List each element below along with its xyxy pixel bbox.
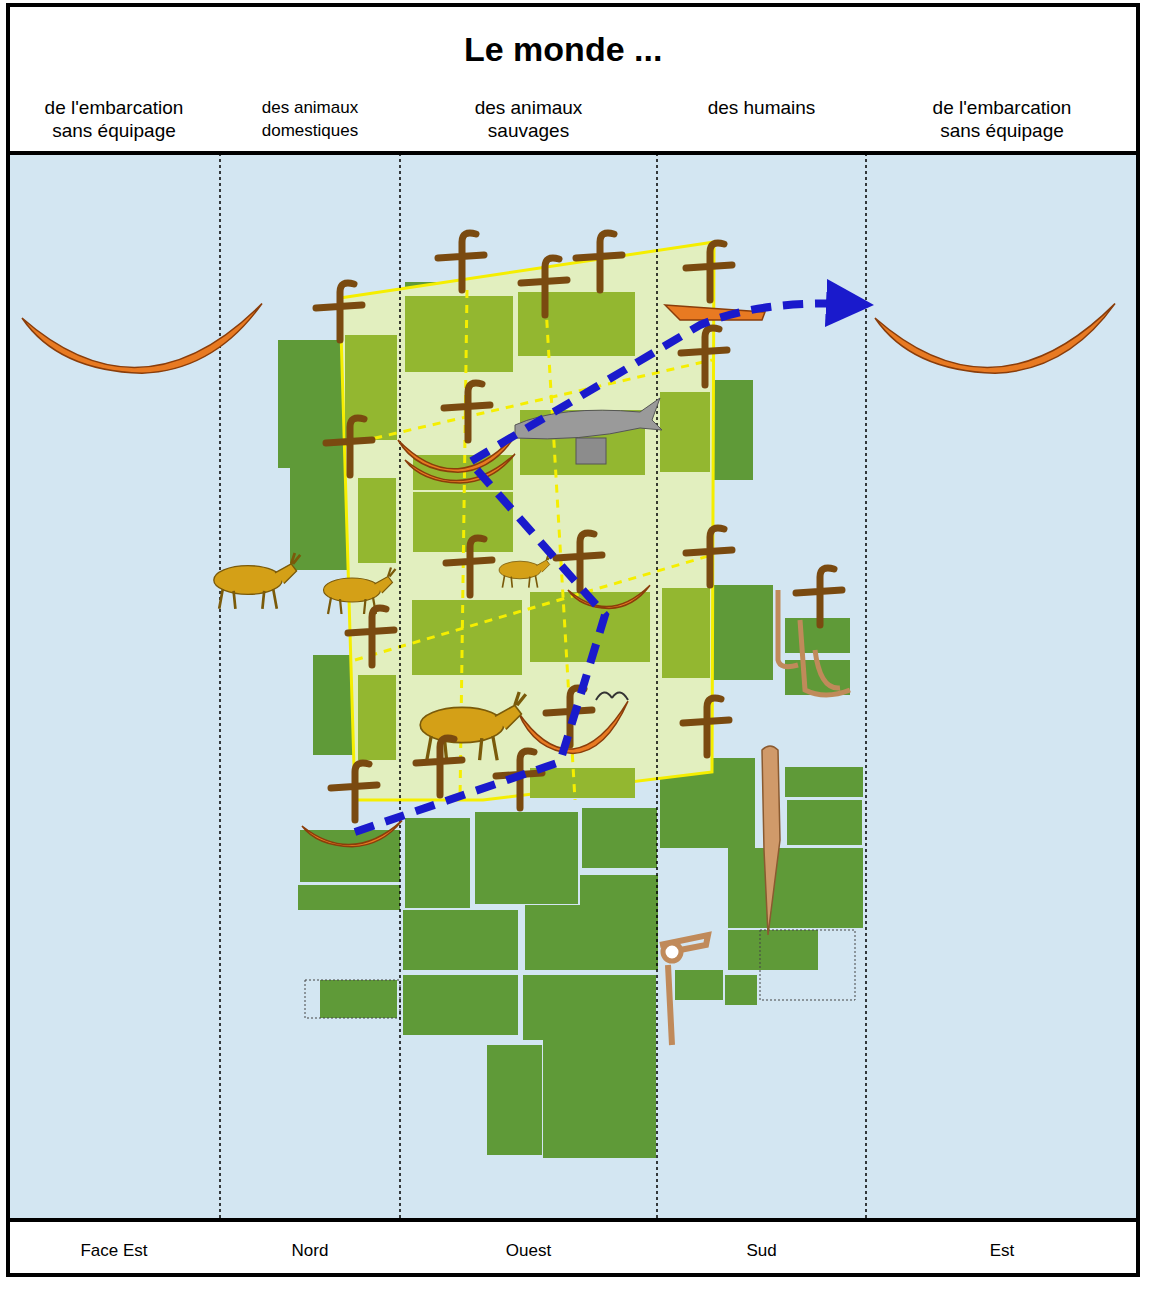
human-figure bbox=[316, 283, 362, 340]
rock-panel bbox=[580, 875, 658, 905]
column-heading: des humains bbox=[674, 96, 850, 119]
rock-panel-light bbox=[662, 588, 710, 678]
rock-panel bbox=[785, 767, 863, 797]
horns bbox=[596, 692, 628, 700]
rock-panel-light bbox=[530, 768, 635, 798]
column-band: de l'embarcation sans équipageFace Est bbox=[8, 96, 220, 1262]
rock-panel-light bbox=[405, 296, 513, 372]
unmanned-boat bbox=[22, 304, 262, 374]
rock-panel bbox=[543, 1040, 656, 1158]
wild-animal bbox=[420, 692, 526, 760]
missing-panel-outline bbox=[305, 980, 400, 1018]
orientation-label: Est bbox=[866, 1239, 1138, 1262]
header-rule bbox=[8, 151, 1138, 155]
route-arrow bbox=[355, 303, 850, 832]
boat bbox=[405, 454, 515, 483]
rock-panel bbox=[298, 885, 400, 910]
rock-panel bbox=[658, 380, 753, 480]
rock-panel bbox=[675, 970, 723, 1000]
ring-tool bbox=[660, 935, 708, 1045]
outer-frame bbox=[8, 5, 1138, 1275]
rock-panel bbox=[728, 848, 863, 928]
human-figure bbox=[446, 538, 492, 595]
animal-legs bbox=[502, 554, 552, 588]
animal-body bbox=[324, 578, 381, 602]
footer-rule bbox=[8, 1218, 1138, 1222]
column-heading: de l'embarcation sans équipage bbox=[26, 96, 202, 142]
animal-head bbox=[375, 577, 393, 594]
animal-head bbox=[275, 564, 297, 584]
rock-panel bbox=[523, 975, 656, 1040]
animal-body bbox=[499, 561, 541, 579]
human-figure bbox=[521, 258, 567, 315]
yellow-dotted-line bbox=[355, 555, 712, 660]
column-divider bbox=[865, 153, 867, 1218]
orientation-label: Sud bbox=[657, 1239, 866, 1262]
rock-panel bbox=[403, 975, 518, 1035]
human-figure bbox=[576, 233, 622, 290]
animal-legs bbox=[219, 553, 300, 609]
rock-panel bbox=[278, 340, 348, 468]
animal-body bbox=[420, 707, 504, 742]
yellow-dotted-line bbox=[345, 360, 712, 445]
water-ground bbox=[8, 153, 1138, 1220]
rock-panel-light bbox=[358, 675, 396, 760]
orientation-label: Ouest bbox=[400, 1239, 657, 1262]
rock-panel bbox=[525, 905, 658, 970]
orientation-label: Face Est bbox=[8, 1239, 220, 1262]
column-divider bbox=[656, 153, 658, 1218]
animal-body bbox=[214, 566, 282, 595]
staff-object bbox=[762, 746, 780, 935]
column-band: des animaux sauvagesOuest bbox=[400, 96, 657, 1262]
human-figure bbox=[556, 533, 602, 590]
rock-panel bbox=[403, 910, 518, 970]
rock-panel-light bbox=[660, 392, 710, 472]
column-heading: des animaux domestiques bbox=[222, 96, 398, 142]
wild-animal bbox=[499, 554, 552, 588]
human-figure bbox=[438, 233, 484, 290]
rock-panel bbox=[475, 812, 578, 904]
unmanned-boat bbox=[875, 304, 1115, 374]
rock-panel-light bbox=[358, 478, 396, 563]
rock-panel-light bbox=[518, 292, 635, 356]
boat bbox=[665, 305, 765, 320]
human-figure bbox=[444, 383, 490, 440]
rock-panels bbox=[22, 153, 1115, 1218]
human-figure bbox=[348, 608, 394, 665]
rock-panel bbox=[487, 1045, 542, 1155]
orientation-label: Nord bbox=[220, 1239, 400, 1262]
human-figure bbox=[331, 763, 377, 820]
rock-panel bbox=[405, 818, 470, 908]
missing-panel-outline bbox=[760, 930, 855, 1000]
diagram-title: Le monde ... bbox=[464, 30, 662, 69]
rock-panel bbox=[725, 975, 757, 1005]
human-figure bbox=[683, 698, 729, 755]
column-divider bbox=[399, 153, 401, 1218]
rock-panel bbox=[582, 808, 657, 868]
human-figure bbox=[416, 738, 462, 795]
animal-head bbox=[537, 560, 550, 572]
human-figure bbox=[326, 418, 372, 475]
column-heading: des animaux sauvages bbox=[441, 96, 617, 142]
human-figure bbox=[686, 528, 732, 585]
whale-mark bbox=[576, 438, 606, 464]
column-band: de l'embarcation sans équipageEst bbox=[866, 96, 1138, 1262]
ring-tool-ring bbox=[663, 943, 681, 961]
human-figure bbox=[686, 243, 732, 300]
human-figure bbox=[796, 568, 842, 625]
hook-object bbox=[778, 590, 850, 695]
animal-head bbox=[495, 705, 521, 729]
human-figure bbox=[681, 328, 727, 385]
column-divider bbox=[219, 153, 221, 1218]
rock-panel bbox=[663, 585, 773, 680]
rock-panel bbox=[320, 980, 397, 1018]
column-heading: de l'embarcation sans équipage bbox=[914, 96, 1090, 142]
column-band: des animaux domestiquesNord bbox=[220, 96, 400, 1262]
domestic-animal bbox=[214, 553, 300, 609]
rock-panel bbox=[728, 930, 818, 970]
column-band: des humainsSud bbox=[657, 96, 866, 1262]
rock-panel bbox=[787, 800, 862, 845]
